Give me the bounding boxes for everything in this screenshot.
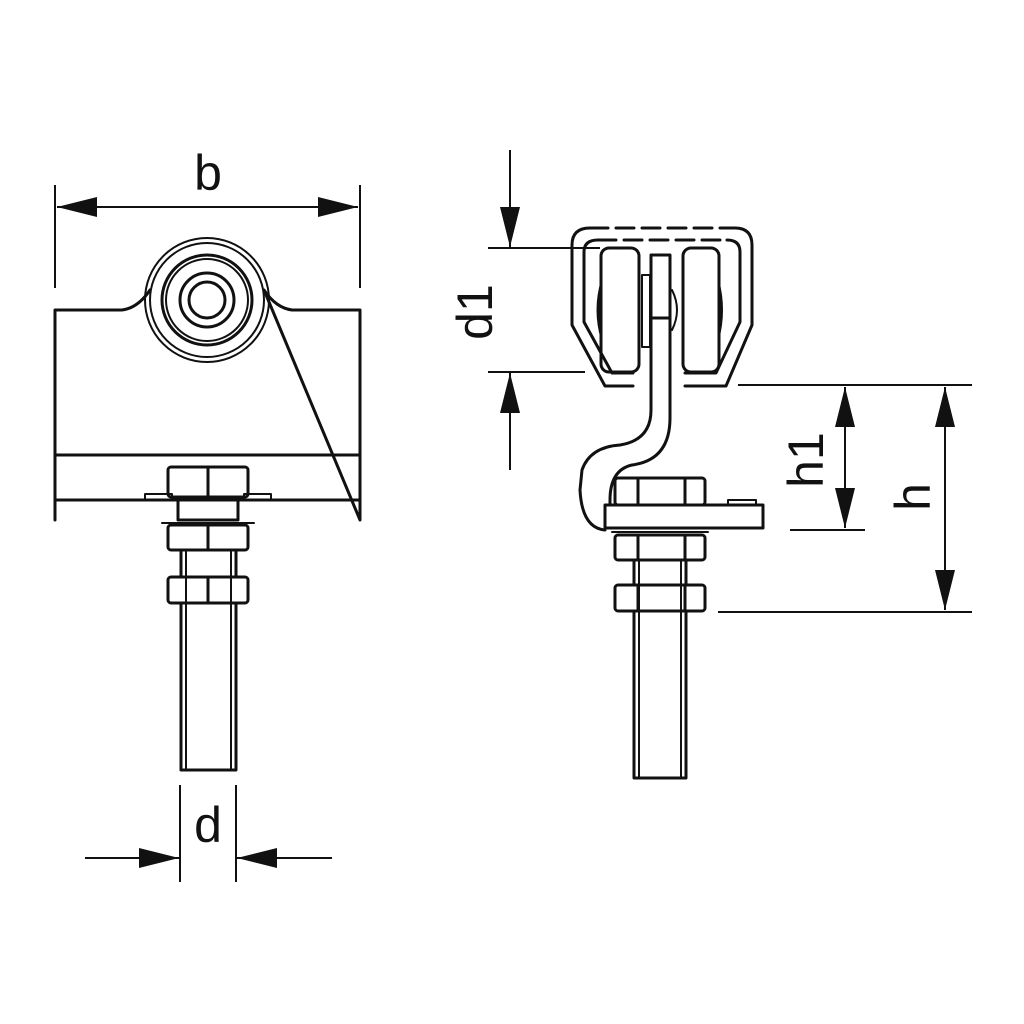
- dimension-label-h1: h1: [778, 432, 834, 488]
- dimension-d1: d1: [447, 150, 600, 470]
- front-view: b d: [53, 145, 362, 882]
- dimension-d: d: [85, 785, 332, 882]
- dimension-b: b: [54, 145, 361, 288]
- bolt-assembly-front: [144, 465, 272, 772]
- dimension-h: h: [718, 387, 972, 613]
- dimension-h1: h1: [738, 384, 972, 531]
- side-view: d1 h1 h: [447, 150, 972, 780]
- dimension-label-h: h: [885, 483, 941, 511]
- dimension-label-d: d: [194, 797, 222, 853]
- wheel-front: [144, 237, 270, 363]
- bracket: [570, 226, 754, 388]
- wheels-side: [596, 246, 723, 374]
- dimension-label-d1: d1: [447, 284, 503, 340]
- dimension-label-b: b: [194, 145, 222, 201]
- bolt-assembly-side: [611, 476, 709, 780]
- hanger: [578, 253, 765, 532]
